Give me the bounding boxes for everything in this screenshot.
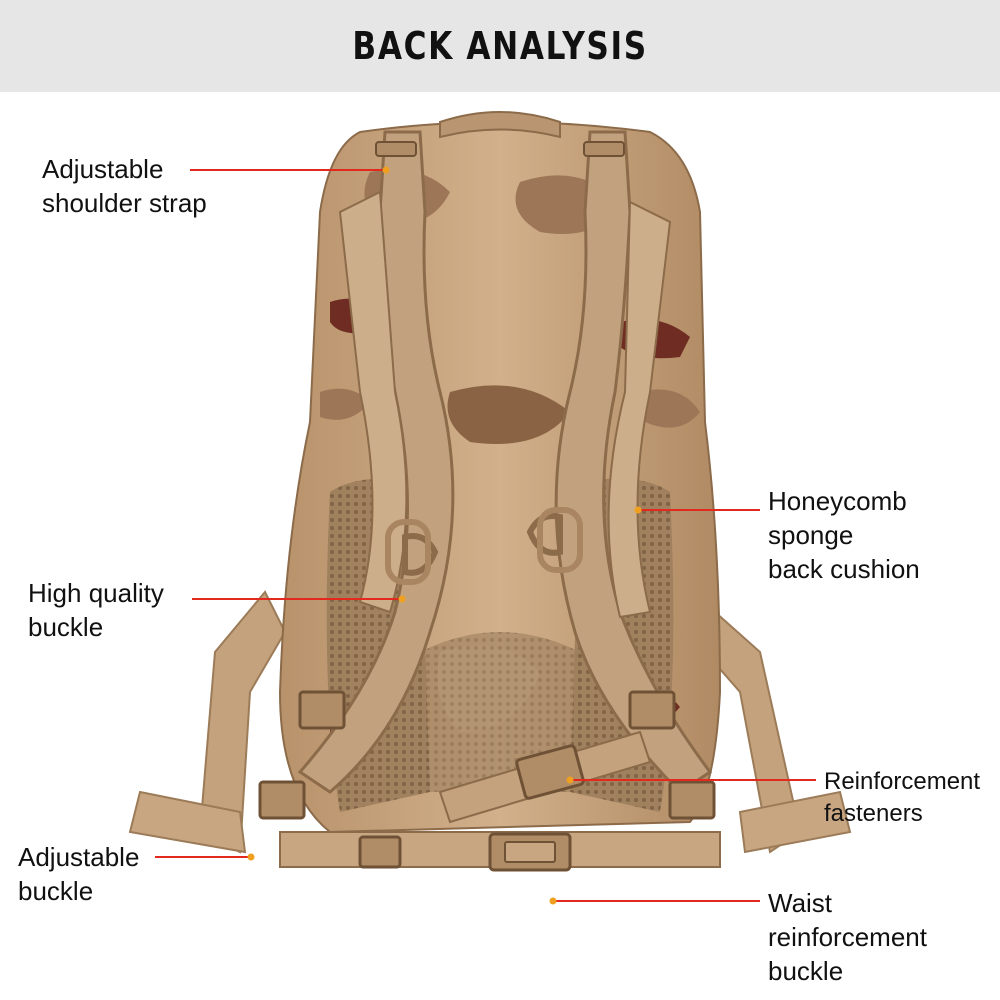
label-adjustable-buckle: Adjustable buckle [18,842,140,906]
page-title: BACK ANALYSIS [352,24,648,68]
leader-dot-adjustable-buckle [247,853,255,861]
leader-dot-quality-buckle [398,595,406,603]
leader-line-waist-buckle [553,900,760,902]
label-reinforcement-fasteners: Reinforcement fasteners [824,768,981,827]
leader-dot-back-cushion [634,506,642,514]
header-banner: BACK ANALYSIS [0,0,1000,92]
label-adjustable-shoulder-strap: Adjustable shoulder strap [42,154,207,218]
leader-dot-waist-buckle [549,897,557,905]
leader-line-back-cushion [638,509,760,511]
leader-line-quality-buckle [192,598,402,600]
label-honeycomb-back-cushion: Honeycomb sponge back cushion [768,486,920,584]
leader-line-reinforcement-fasteners [570,779,816,781]
leader-line-adjustable-buckle [155,856,251,858]
label-waist-reinforcement-buckle: Waist reinforcement buckle [768,888,927,986]
backpack-image [128,111,852,872]
product-stage: Adjustable shoulder strap Honeycomb spon… [0,92,1000,1000]
leader-line-shoulder-strap [190,169,386,171]
label-high-quality-buckle: High quality buckle [28,578,164,642]
leader-dot-shoulder-strap [382,166,390,174]
leader-dot-reinforcement-fasteners [566,776,574,784]
